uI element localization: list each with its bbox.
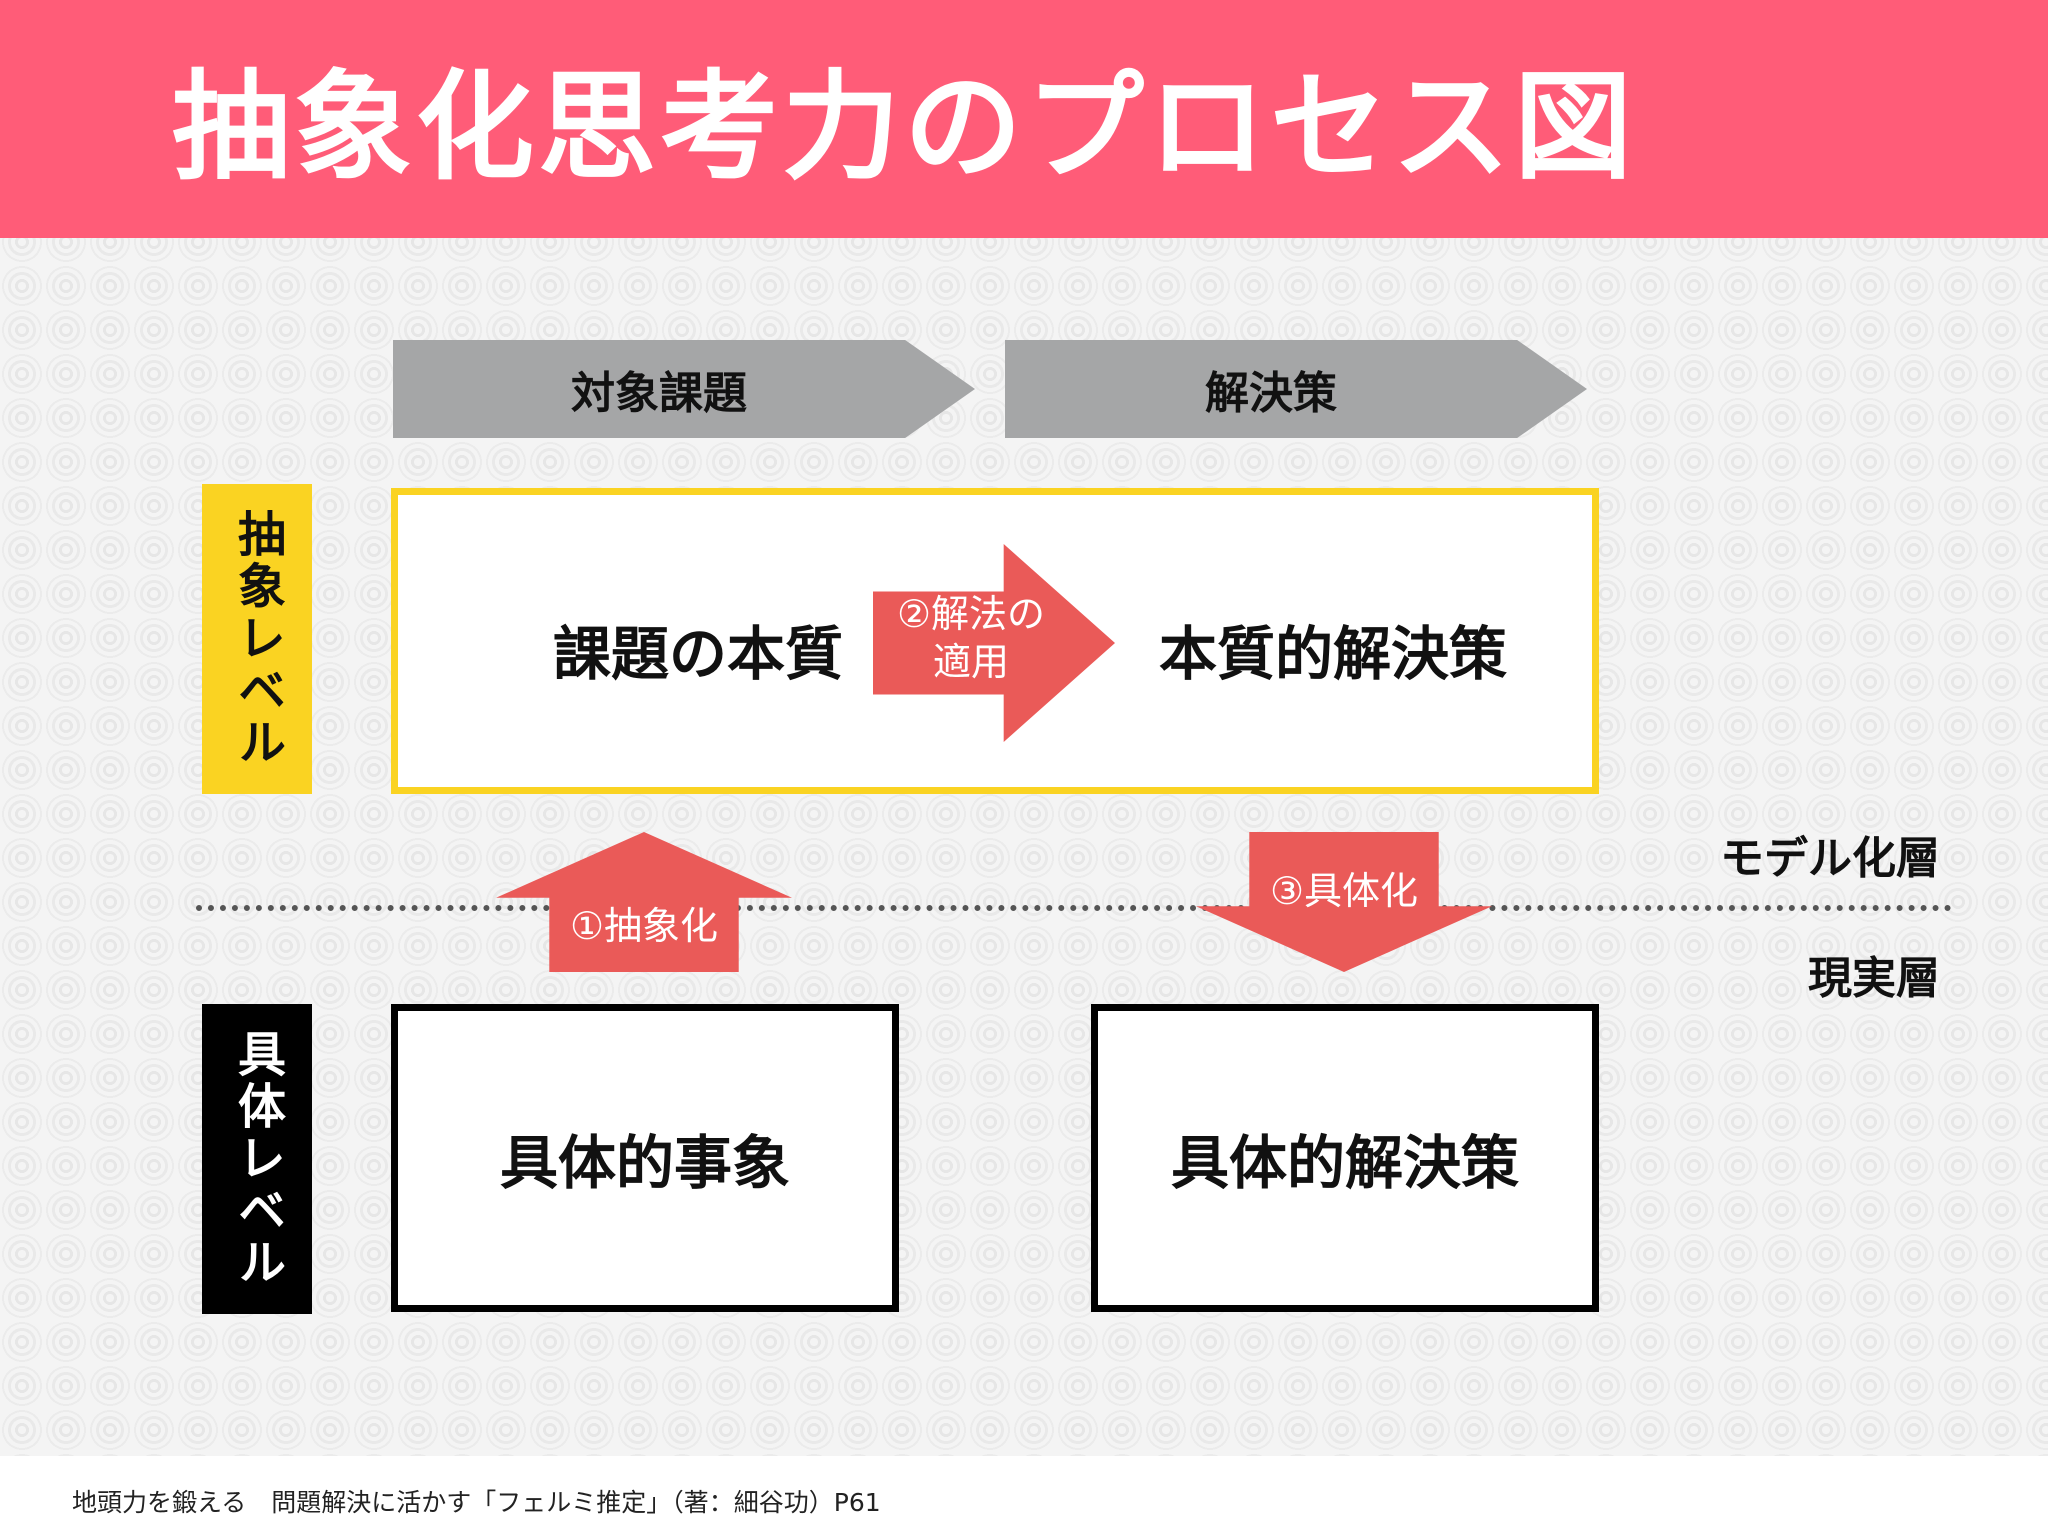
model-layer-label: モデル化層 xyxy=(1720,833,1940,884)
concrete-level-label-box: 具体レベル xyxy=(202,1004,312,1314)
page-title: 抽象化思考力のプロセス図 xyxy=(172,58,1637,196)
header-target-label: 対象課題 xyxy=(571,368,747,419)
concrete-solution-box: 具体的解決策 xyxy=(1091,1004,1599,1312)
abstract-level-label-box: 抽象レベル xyxy=(202,484,312,794)
concrete-event-box: 具体的事象 xyxy=(391,1004,899,1312)
concrete-event-text: 具体的事象 xyxy=(499,1129,790,1197)
abstract-level-box: 課題の本質 本質的解決策 xyxy=(391,488,1599,794)
title-banner: 抽象化思考力のプロセス図 xyxy=(0,0,2048,238)
essential-solution-text: 本質的解決策 xyxy=(1158,620,1507,688)
header-solution-chevron: 解決策 xyxy=(1005,340,1587,438)
abstraction-label: ①抽象化 xyxy=(569,904,719,948)
concrete-level-label: 具体レベル xyxy=(229,1029,285,1289)
concrete-solution-text: 具体的解決策 xyxy=(1170,1129,1519,1197)
real-layer-label: 現実層 xyxy=(1808,953,1940,1004)
header-target-chevron: 対象課題 xyxy=(393,340,975,438)
abstract-level-label: 抽象レベル xyxy=(229,509,285,769)
concretization-label: ③具体化 xyxy=(1269,869,1419,913)
header-solution-label: 解決策 xyxy=(1205,368,1337,419)
problem-essence-text: 課題の本質 xyxy=(552,620,843,688)
apply-method-label-line2: 適用 xyxy=(932,640,1009,684)
footer-bar xyxy=(0,1456,2048,1536)
source-citation: 地頭力を鍛える 問題解決に活かす「フェルミ推定」（著：細谷功）P61 xyxy=(72,1488,881,1517)
layer-divider xyxy=(196,905,1952,911)
apply-method-label: ②解法の 適用 xyxy=(876,590,1066,686)
apply-method-label-line1: ②解法の xyxy=(896,592,1046,636)
